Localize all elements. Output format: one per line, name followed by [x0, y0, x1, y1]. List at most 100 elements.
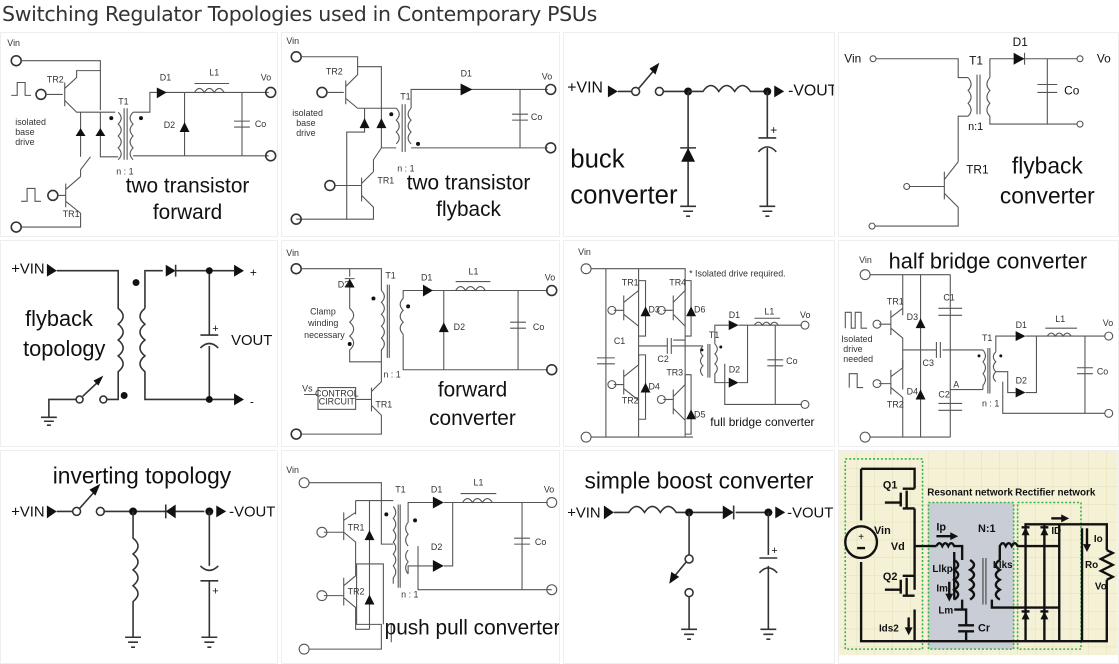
label-vo: Vo — [1095, 582, 1107, 593]
label-co: Co — [531, 112, 542, 122]
label-d1: D1 — [461, 69, 472, 79]
label-ratio: n : 1 — [982, 398, 999, 408]
inverting-topology-schematic: inverting topology +VIN -VOUT + — [11, 463, 275, 648]
gallery-image-full-bridge-converter[interactable]: Vin C1 * Isolated drive required. TR1 D3… — [563, 240, 835, 447]
note-line-3: needed — [843, 354, 873, 364]
label-vo: Vo — [544, 485, 554, 495]
label-tr2: TR2 — [348, 587, 365, 597]
note-line-1: Isolated — [841, 334, 872, 344]
label-tr2: TR2 — [47, 75, 64, 85]
label-l1: L1 — [764, 306, 774, 316]
gallery-image-push-pull-converter[interactable]: Vin TR1 TR2 T1 n : 1 D1 D2 L1 Co Vo push… — [281, 450, 560, 664]
label-vin: Vin — [7, 38, 20, 48]
label-tr2: TR2 — [622, 395, 639, 405]
label-co: Co — [1064, 83, 1080, 97]
label-vo: Vo — [261, 73, 271, 83]
footnote: * Isolated drive required. — [689, 269, 786, 279]
label-c3: C3 — [923, 358, 934, 368]
note-line-1: isolated — [292, 108, 323, 118]
label-lm: Lm — [938, 605, 953, 616]
gallery-image-two-transistor-forward[interactable]: Vin TR2 isolated base drive T1 n : 1 D1 … — [0, 32, 278, 237]
label-t1: T1 — [385, 271, 395, 281]
label-d2: D2 — [454, 322, 465, 332]
label-ro: Ro — [1085, 560, 1098, 571]
label-io: Io — [1094, 534, 1103, 545]
label-c2: C2 — [657, 354, 668, 364]
label-co: Co — [533, 322, 544, 332]
gallery-image-flyback-converter[interactable]: Vin T1 n:1 D1 Co Vo TR1 flyback converte… — [838, 32, 1119, 237]
note-line-3: necessary — [304, 330, 345, 340]
label-plus: + — [770, 123, 777, 137]
note-line-1: Clamp — [310, 306, 336, 316]
note-line-1: isolated — [15, 117, 46, 127]
label-l1: L1 — [474, 478, 484, 488]
label-d3: D3 — [648, 304, 659, 314]
label-vin: +VIN — [567, 505, 600, 521]
label-vout: -VOUT — [787, 505, 833, 521]
label-vo: Vo — [542, 72, 552, 82]
label-vin: Vin — [844, 52, 861, 66]
gallery-image-flyback-topology[interactable]: +VIN + - + VOUT flyback topology — [0, 240, 278, 447]
label-im: Im — [936, 584, 948, 595]
label-tr2: TR2 — [887, 399, 904, 409]
label-d2: D2 — [431, 542, 442, 552]
caption-line-1: two transistor — [126, 174, 250, 197]
caption-line-2: converter — [570, 181, 678, 209]
label-co: Co — [255, 119, 266, 129]
label-llkp: Llkp — [932, 564, 952, 575]
label-plus: + — [212, 323, 218, 335]
label-ratio: n : 1 — [116, 167, 133, 177]
label-tr1: TR1 — [63, 209, 80, 219]
label-vo: Vo — [1097, 52, 1111, 66]
label-q2: Q2 — [883, 571, 898, 583]
label-tr2: TR2 — [326, 67, 343, 77]
note-line-2: drive — [843, 344, 862, 354]
gallery-image-buck-converter[interactable]: +VIN -VOUT + buck converter — [563, 32, 835, 237]
note-line-2: base — [296, 118, 315, 128]
label-d3: D3 — [338, 280, 349, 290]
label-tr1: TR1 — [348, 522, 365, 532]
label-plus: + — [212, 586, 218, 598]
label-d1: D1 — [1016, 320, 1027, 330]
caption: simple boost converter — [584, 468, 813, 494]
label-tr1: TR1 — [887, 296, 904, 306]
label-ratio: n : 1 — [397, 164, 414, 174]
label-vo: Vo — [800, 310, 810, 320]
label-d5: D5 — [694, 409, 705, 419]
label-a: A — [953, 380, 959, 390]
gallery-image-llc-resonant-converter[interactable]: Resonant network Rectifier network + Vin… — [838, 450, 1119, 664]
caption: half bridge converter — [889, 249, 1087, 274]
label-l1: L1 — [469, 267, 479, 277]
caption-line-1: flyback — [1012, 153, 1083, 179]
flyback-topology-schematic: +VIN + - + VOUT flyback topology — [11, 262, 272, 426]
caption-line-1: two transistor — [407, 171, 531, 194]
two-transistor-forward-schematic: Vin TR2 isolated base drive T1 n : 1 D1 … — [7, 38, 277, 233]
label-d4: D4 — [907, 387, 918, 397]
label-vin: Vin — [286, 465, 299, 475]
note-line-2: winding — [307, 318, 338, 328]
gallery-image-half-bridge-converter[interactable]: half bridge converter Vin C1 C2 C3 D3 D4… — [838, 240, 1119, 447]
caption-line-1: forward — [438, 378, 507, 401]
label-d4: D4 — [648, 382, 659, 392]
label-tr1: TR1 — [377, 176, 394, 186]
gallery-image-two-transistor-flyback[interactable]: Vin TR2 isolated base drive T1 n : 1 D1 … — [281, 32, 560, 237]
label-t1: T1 — [400, 91, 410, 101]
label-d2: D2 — [729, 365, 740, 375]
label-d1: D1 — [729, 310, 740, 320]
flyback-converter-schematic: Vin T1 n:1 D1 Co Vo TR1 flyback converte… — [844, 35, 1111, 230]
label-vout: -VOUT — [788, 82, 834, 99]
label-d2: D2 — [164, 120, 175, 130]
label-plus: + — [771, 545, 777, 557]
note-line-2: base — [15, 127, 34, 137]
gallery-image-simple-boost-converter[interactable]: simple boost converter +VIN -VOUT + — [563, 450, 835, 664]
page-title: Switching Regulator Topologies used in C… — [2, 2, 597, 26]
full-bridge-converter-schematic: Vin C1 * Isolated drive required. TR1 D3… — [578, 247, 815, 443]
caption: full bridge converter — [710, 415, 814, 429]
label-vout: VOUT — [231, 333, 272, 349]
label-d3: D3 — [907, 312, 918, 322]
caption-line-2: forward — [153, 201, 222, 224]
caption: push pull converter — [385, 616, 559, 639]
gallery-image-forward-converter[interactable]: Vin D3 Clamp winding necessary T1 n : 1 … — [281, 240, 560, 447]
gallery-image-inverting-topology[interactable]: inverting topology +VIN -VOUT + — [0, 450, 278, 664]
label-d1: D1 — [160, 73, 171, 83]
